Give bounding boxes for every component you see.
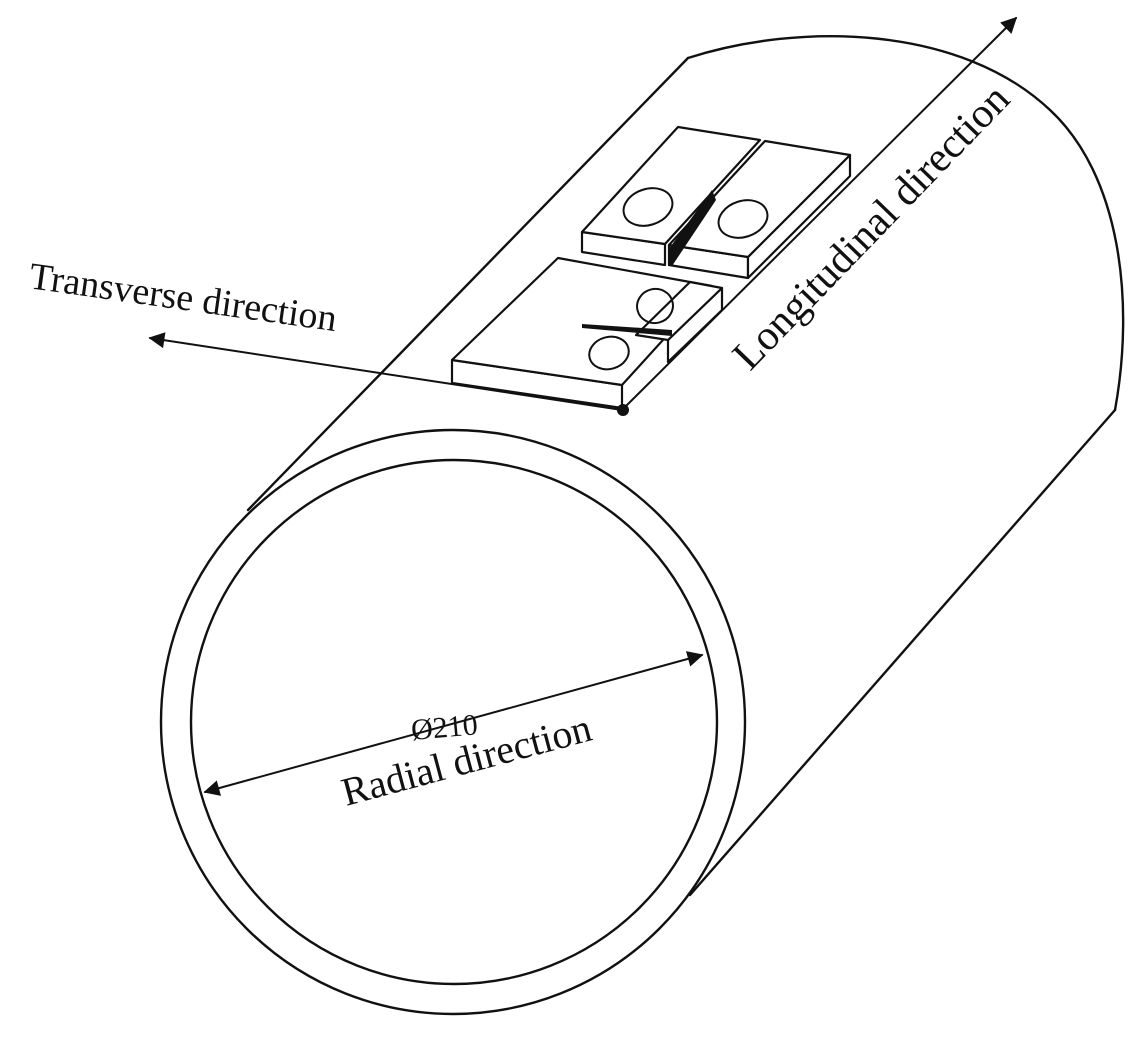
pipe-inner-rim [189, 458, 719, 986]
transverse-label: Transverse direction [27, 255, 340, 340]
pipe-far-end [686, 35, 1125, 412]
transverse-arrow [148, 332, 623, 411]
reference-point [617, 404, 629, 416]
pipe-bottom-edge [688, 408, 1117, 897]
longitudinal-specimen-left [580, 125, 762, 267]
specimens [450, 125, 852, 416]
longitudinal-specimen-right [667, 139, 852, 280]
pipe-outer-rim [159, 428, 747, 1016]
longitudinal-arrow [621, 16, 1018, 411]
diameter-label: Ø210 [410, 708, 479, 747]
longitudinal-crack [668, 190, 716, 266]
specimen-hole [636, 287, 674, 325]
pipe [159, 35, 1125, 1016]
specimen-hole [622, 187, 674, 227]
radial-diameter-arrow [203, 651, 704, 796]
specimen-hole [588, 335, 630, 371]
transverse-crack [582, 324, 672, 336]
specimen-hole [717, 199, 769, 239]
transverse-specimen-right [634, 280, 724, 364]
pipe-top-edge [246, 56, 690, 512]
